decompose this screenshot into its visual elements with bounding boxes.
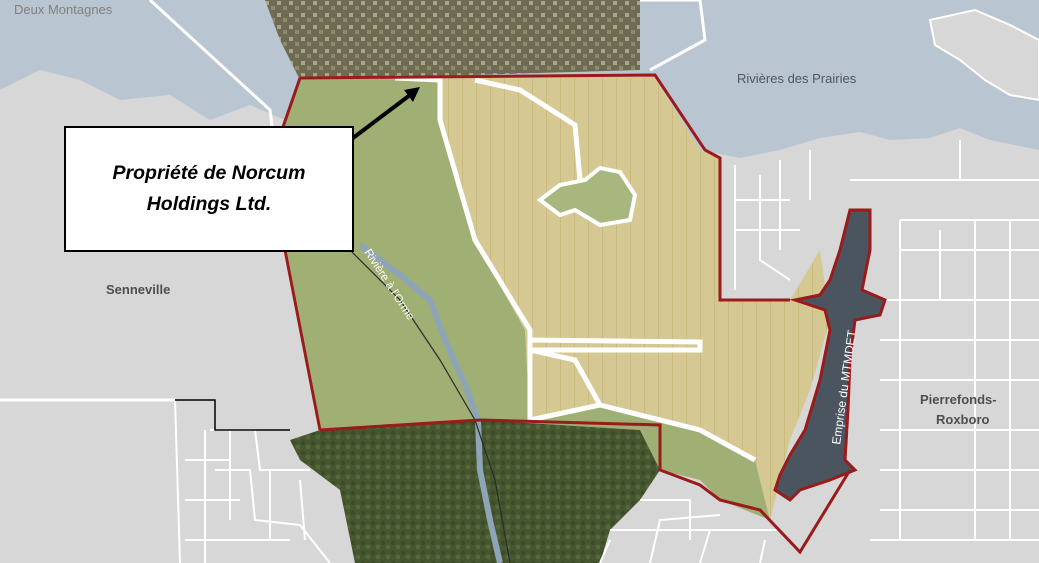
- callout-line-1: Propriété de Norcum: [112, 162, 306, 184]
- river: [358, 242, 503, 563]
- property-callout: Propriété de Norcum Holdings Ltd.: [64, 126, 354, 252]
- label-roxboro: Roxboro: [936, 412, 990, 427]
- railway-line: [349, 249, 511, 563]
- interior-green: [536, 165, 638, 228]
- southeast-urban-grid: [599, 499, 780, 563]
- arrow-icon: [351, 87, 420, 140]
- southwest-boundary: [175, 399, 290, 431]
- label-deux-montagnes: Deux Montagnes: [14, 2, 113, 17]
- forest-zone: [290, 420, 660, 563]
- label-water-body: Rivières des Prairies: [737, 71, 857, 86]
- north-aerial: [265, 0, 640, 80]
- green-zone: [275, 78, 770, 520]
- callout-line-2: Holdings Ltd.: [146, 193, 272, 215]
- land-top-left: [0, 70, 95, 130]
- cultivated-zone: [440, 78, 830, 520]
- water-body: [0, 0, 1039, 158]
- label-pierrefonds: Pierrefonds-: [920, 392, 997, 407]
- mtmdet-corridor: [773, 208, 887, 502]
- project-boundary: [273, 73, 872, 555]
- east-urban-grid: [734, 140, 1039, 541]
- lake-top-right: [928, 8, 1039, 102]
- norcum-property-boundary: [394, 75, 757, 463]
- label-senneville: Senneville: [106, 282, 170, 297]
